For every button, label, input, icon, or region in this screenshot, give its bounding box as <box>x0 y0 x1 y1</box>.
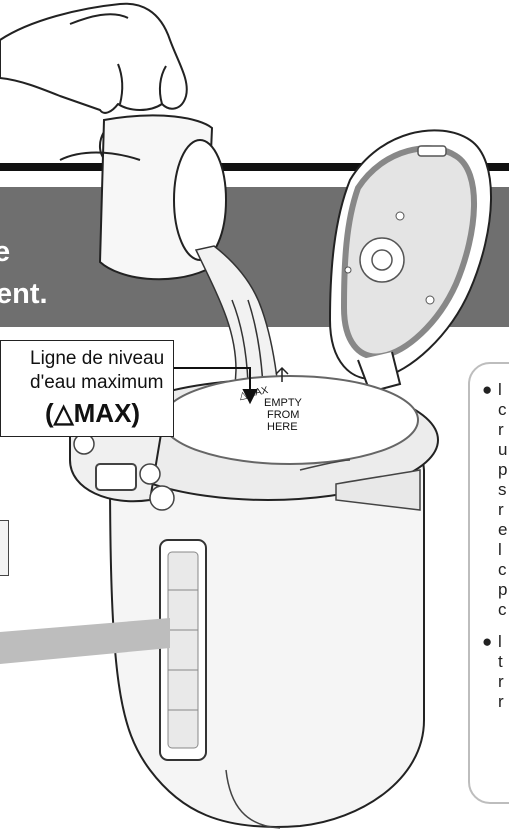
note-fragment: l <box>498 380 502 400</box>
pot-lid <box>330 130 491 392</box>
hand-illustration <box>0 4 187 113</box>
note-bullet: ● <box>482 380 492 400</box>
note-fragment: s <box>498 480 507 500</box>
callout-text-line1: Ligne de niveau <box>30 348 164 370</box>
from-label: FROM <box>267 410 299 421</box>
note-fragment: r <box>498 692 504 712</box>
here-label: HERE <box>267 422 298 433</box>
note-fragment: c <box>498 600 507 620</box>
note-fragment: p <box>498 580 507 600</box>
note-bullet-2: ● <box>482 632 492 652</box>
note-fragment: c <box>498 400 507 420</box>
note-fragment: u <box>498 440 507 460</box>
max-level-symbol: (△MAX) <box>45 398 140 429</box>
note-fragment: e <box>498 520 507 540</box>
left-partial-box <box>0 520 9 576</box>
note-fragment: t <box>498 652 503 672</box>
note-fragment: l <box>498 632 502 652</box>
note-fragment: p <box>498 460 507 480</box>
callout-text-line2: d'eau maximum <box>30 372 164 394</box>
note-fragment: c <box>498 560 507 580</box>
empty-label: EMPTY <box>264 398 302 409</box>
note-fragment: l <box>498 540 502 560</box>
note-fragment: r <box>498 500 504 520</box>
pot-body <box>70 376 438 828</box>
note-fragment: r <box>498 672 504 692</box>
note-fragment: r <box>498 420 504 440</box>
